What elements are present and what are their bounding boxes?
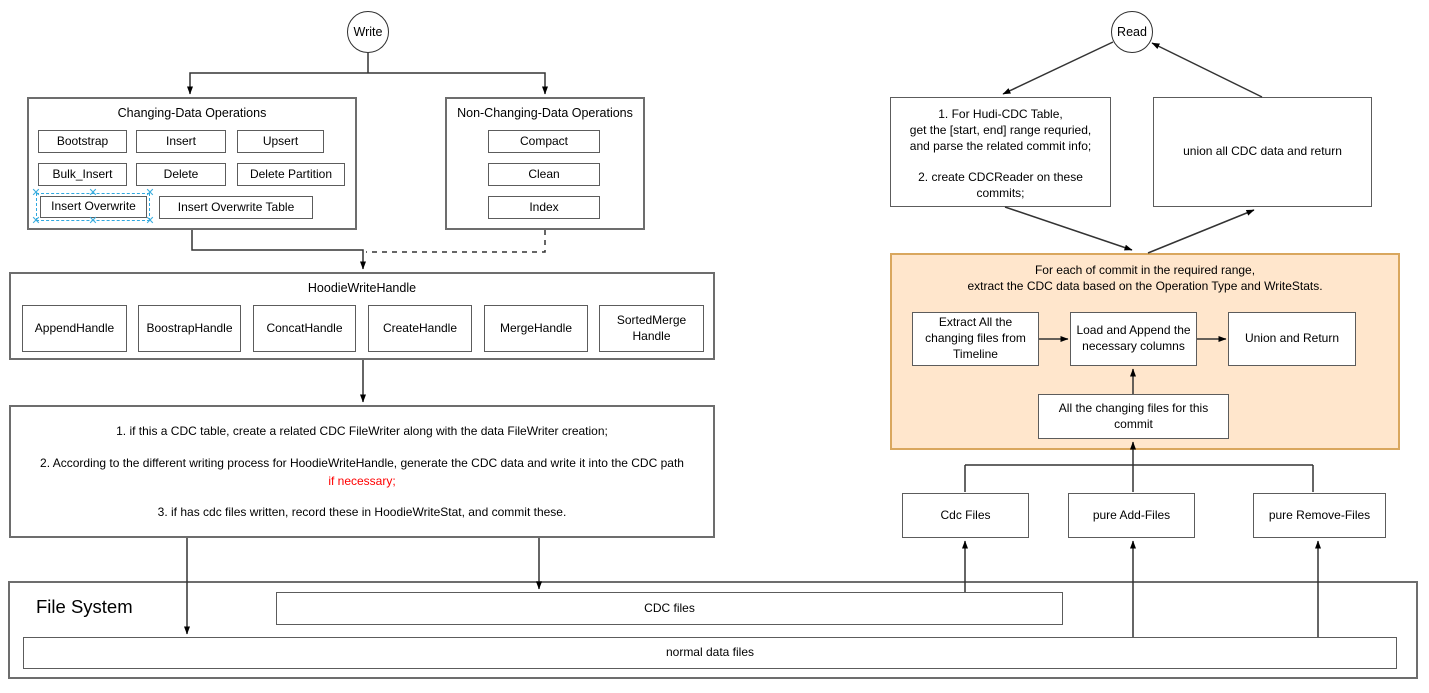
load-append-columns-box[interactable]: Load and Append the necessary columns — [1070, 312, 1197, 366]
fs-cdc-files-box[interactable]: CDC files — [276, 592, 1063, 625]
selection-handle[interactable]: ✕ — [88, 187, 98, 199]
op-delete-partition[interactable]: Delete Partition — [237, 163, 345, 186]
handle-concat[interactable]: ConcatHandle — [253, 305, 356, 352]
op-upsert[interactable]: Upsert — [237, 130, 324, 153]
non-changing-data-operations-title: Non-Changing-Data Operations — [457, 106, 633, 120]
read-plan-box[interactable]: 1. For Hudi-CDC Table, get the [start, e… — [890, 97, 1111, 207]
op-bulk-insert[interactable]: Bulk_Insert — [38, 163, 127, 186]
hoodie-write-handle-group[interactable]: HoodieWriteHandle — [9, 272, 715, 360]
cdc-write-step-2-text: 2. According to the different writing pr… — [40, 455, 684, 470]
selection-handle[interactable]: ✕ — [145, 215, 155, 227]
cdc-write-step-1: 1. if this a CDC table, create a related… — [116, 424, 608, 438]
op-insert-overwrite-selected[interactable]: Insert Overwrite — [40, 196, 147, 218]
op-delete[interactable]: Delete — [136, 163, 226, 186]
op-clean[interactable]: Clean — [488, 163, 600, 186]
handle-sorted-merge[interactable]: SortedMerge Handle — [599, 305, 704, 352]
pure-remove-files-box[interactable]: pure Remove-Files — [1253, 493, 1386, 538]
selection-handle[interactable]: ✕ — [31, 215, 41, 227]
fs-normal-data-files-box[interactable]: normal data files — [23, 637, 1397, 669]
op-index[interactable]: Index — [488, 196, 600, 219]
changing-files-for-commit-box[interactable]: All the changing files for this commit — [1038, 394, 1229, 439]
cdc-write-step-3: 3. if has cdc files written, record thes… — [157, 505, 567, 519]
cdc-write-step-2: 2. According to the different writing pr… — [37, 454, 687, 490]
write-start-node[interactable]: Write — [347, 11, 389, 53]
union-and-return-box[interactable]: Union and Return — [1228, 312, 1356, 366]
selection-handle[interactable]: ✕ — [145, 187, 155, 199]
selection-handle[interactable]: ✕ — [31, 187, 41, 199]
handle-append[interactable]: AppendHandle — [22, 305, 127, 352]
per-commit-extract-title: For each of commit in the required range… — [967, 263, 1323, 293]
cdc-files-group-box[interactable]: Cdc Files — [902, 493, 1029, 538]
hoodie-write-handle-title: HoodieWriteHandle — [307, 281, 417, 295]
file-system-label: File System — [36, 596, 133, 617]
read-start-node[interactable]: Read — [1111, 11, 1153, 53]
op-insert-overwrite-table[interactable]: Insert Overwrite Table — [159, 196, 313, 219]
op-bootstrap[interactable]: Bootstrap — [38, 130, 127, 153]
read-union-box[interactable]: union all CDC data and return — [1153, 97, 1372, 207]
op-compact[interactable]: Compact — [488, 130, 600, 153]
handle-boostrap[interactable]: BoostrapHandle — [138, 305, 241, 352]
handle-merge[interactable]: MergeHandle — [484, 305, 588, 352]
cdc-write-step-2-highlight: if necessary; — [328, 473, 396, 488]
handle-create[interactable]: CreateHandle — [368, 305, 472, 352]
changing-data-operations-title: Changing-Data Operations — [117, 106, 267, 120]
cdc-write-steps-box[interactable]: 1. if this a CDC table, create a related… — [9, 405, 715, 538]
extract-changing-files-box[interactable]: Extract All the changing files from Time… — [912, 312, 1039, 366]
selection-handle[interactable]: ✕ — [88, 215, 98, 227]
op-insert[interactable]: Insert — [136, 130, 226, 153]
pure-add-files-box[interactable]: pure Add-Files — [1068, 493, 1195, 538]
